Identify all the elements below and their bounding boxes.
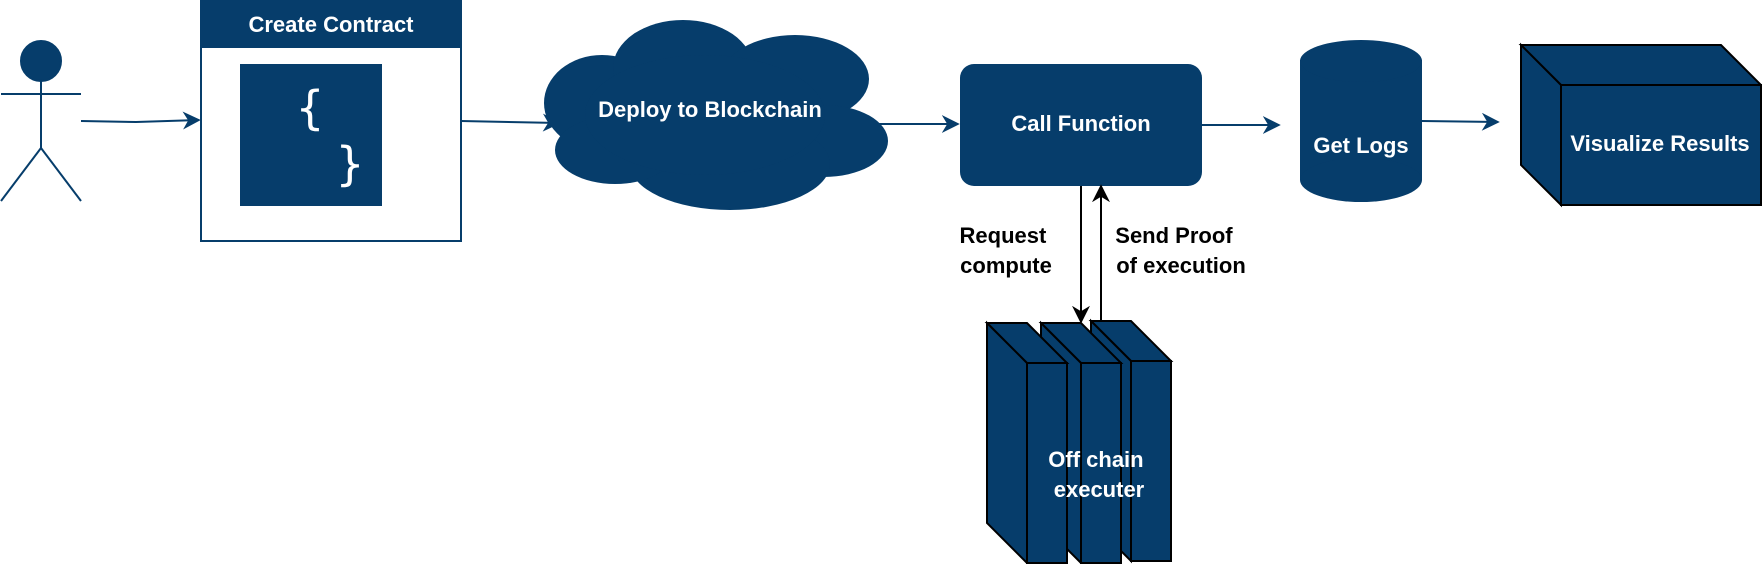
- arrow-contract-to-deploy: [460, 113, 561, 132]
- arrow-actor-to-contract: [80, 111, 201, 130]
- code-block: [240, 64, 382, 206]
- proof-line2: of execution: [1116, 253, 1246, 278]
- visualize-node: Visualize Results: [1518, 42, 1762, 208]
- create-contract-title: Create Contract: [248, 12, 414, 37]
- executer-line1: Off chain: [1048, 447, 1143, 472]
- create-contract-node: Create Contract { }: [200, 0, 462, 242]
- visualize-label: Visualize Results: [1570, 131, 1749, 156]
- send-proof-label: Send Proof of execution: [1115, 223, 1246, 278]
- brace-close: }: [335, 137, 364, 191]
- proof-line1: Send Proof: [1115, 223, 1233, 248]
- arrow-logs-to-visualize: [1421, 112, 1500, 131]
- request-line1: Request: [960, 223, 1047, 248]
- actor-icon: [0, 40, 82, 202]
- get-logs-node: Get Logs: [1300, 40, 1422, 202]
- svg-text:Off chain executer: Off chain executer: [1048, 447, 1149, 502]
- deploy-cloud-node: Deploy to Blockchain: [544, 20, 888, 210]
- get-logs-label: Get Logs: [1313, 133, 1408, 158]
- call-function-label: Call Function: [1011, 111, 1150, 136]
- deploy-label: Deploy to Blockchain: [598, 97, 822, 122]
- brace-open: {: [295, 81, 324, 135]
- call-function-node: Call Function: [960, 64, 1202, 186]
- executer-node: Off chain executer: [984, 318, 1174, 564]
- executer-line2: executer: [1054, 477, 1145, 502]
- request-compute-label: Request compute: [960, 223, 1053, 278]
- request-line2: compute: [960, 253, 1052, 278]
